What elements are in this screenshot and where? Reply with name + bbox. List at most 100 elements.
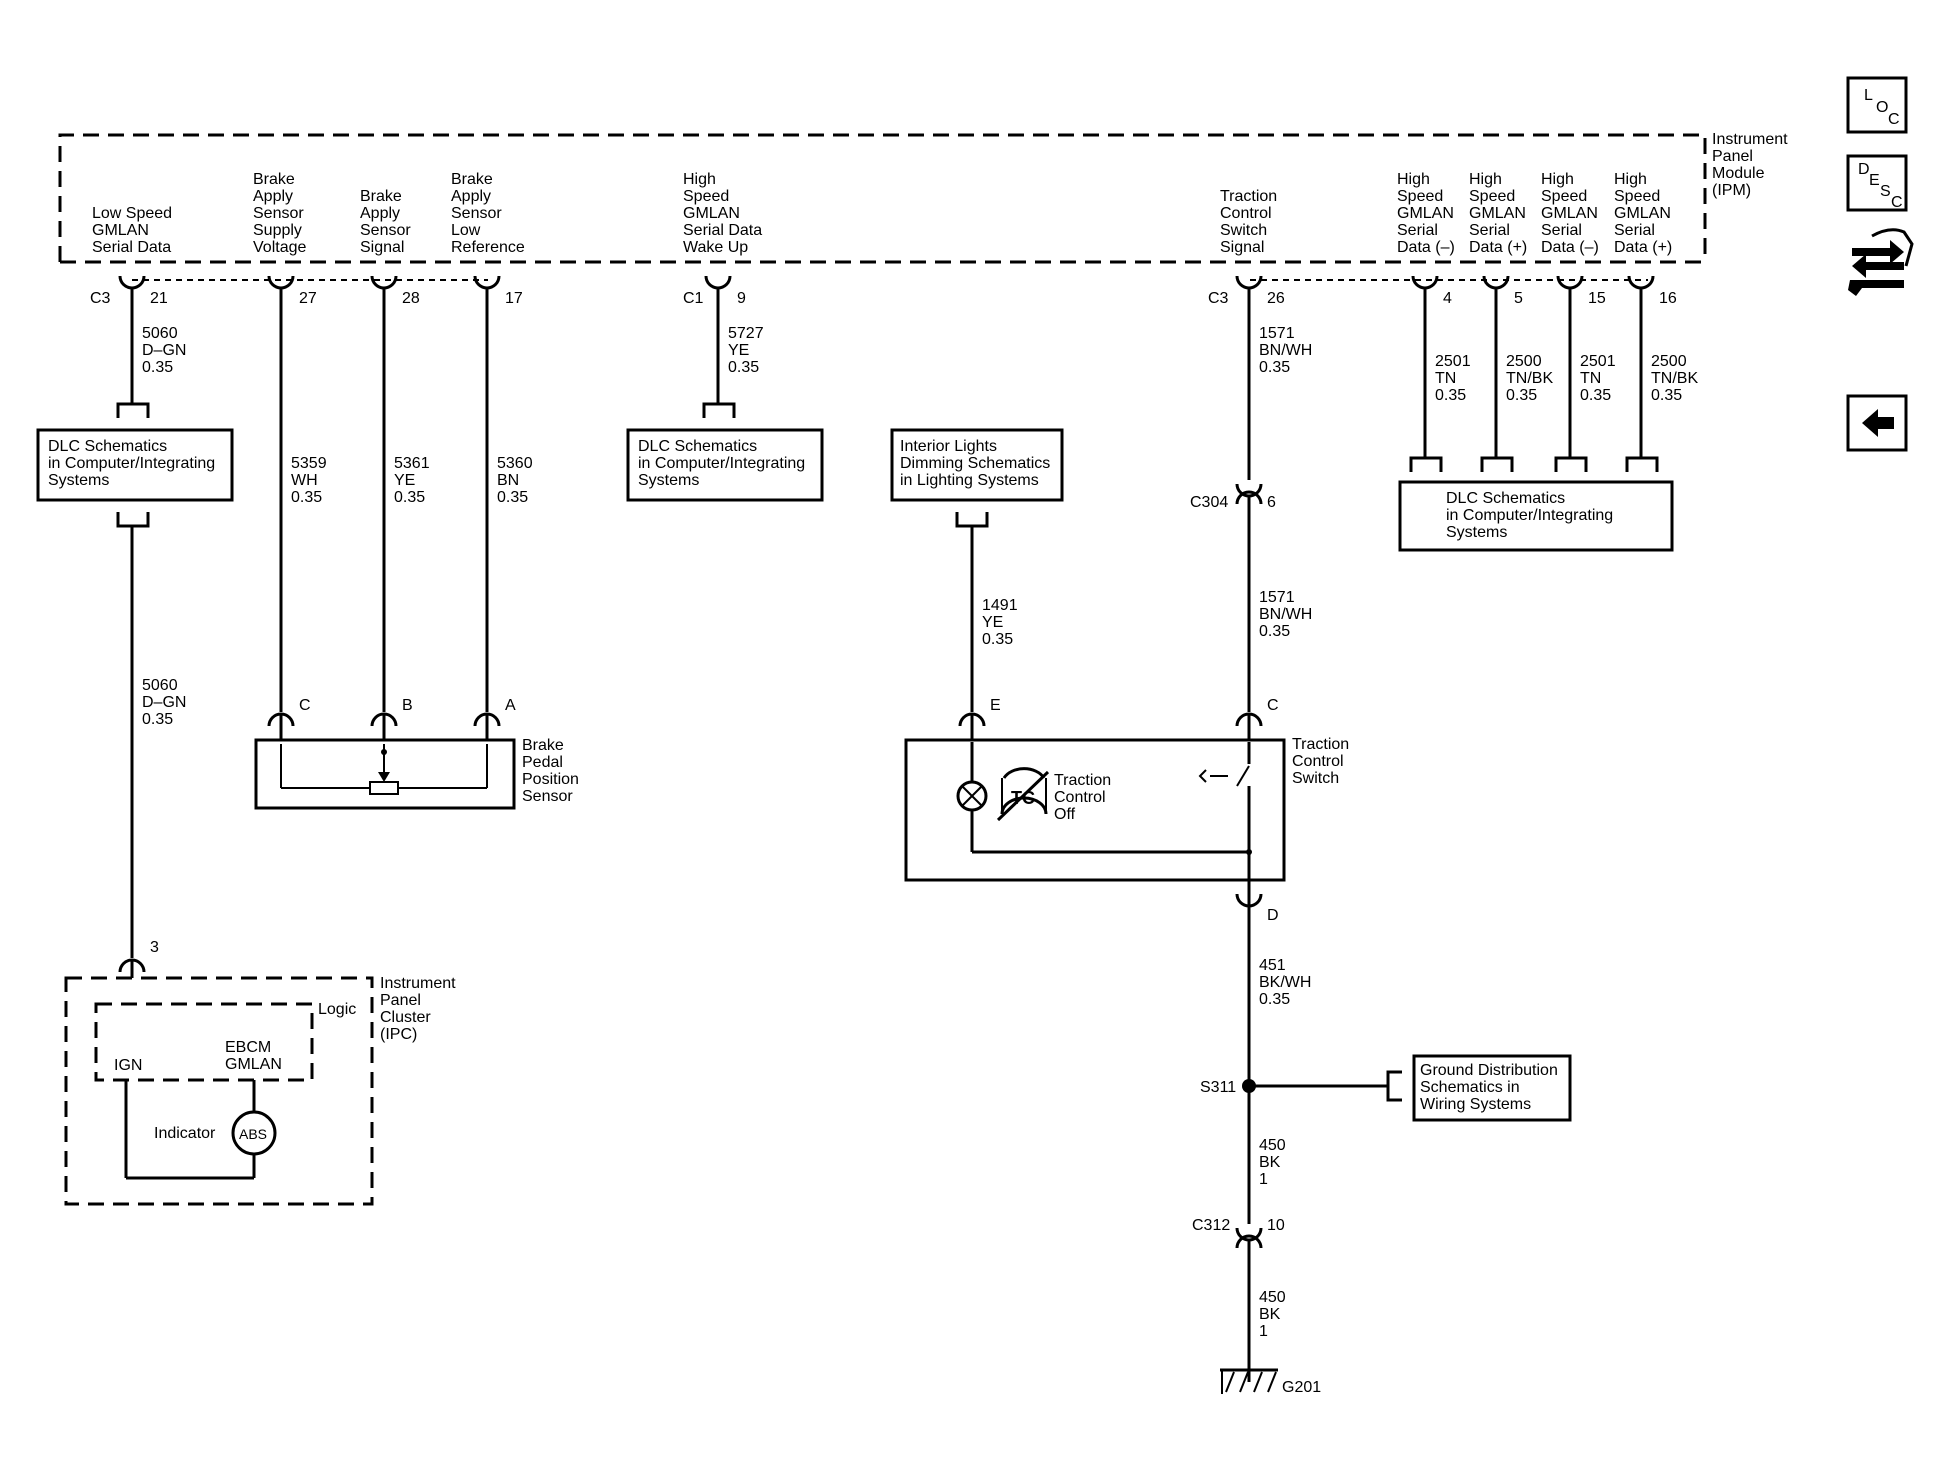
- wire-2500a-size: 0.35: [1506, 387, 1537, 404]
- brake-sensor-label-1: Brake: [522, 737, 564, 754]
- interior-lights-circuit: Interior Lights Dimming Schematics in Li…: [890, 428, 1064, 742]
- wire-2500a-num: 2500: [1506, 353, 1542, 370]
- wire-5060b-num: 5060: [142, 677, 178, 694]
- wakeup-circuit: 5727 YE 0.35 DLC Schematics in Computer/…: [626, 288, 824, 502]
- wire-1571-size: 0.35: [1259, 359, 1290, 376]
- wire-2501a-size: 0.35: [1435, 387, 1466, 404]
- ground-dist-ref[interactable]: [1412, 1054, 1572, 1122]
- c304-pin-6: 6: [1267, 494, 1276, 511]
- wire-451-size: 0.35: [1259, 991, 1290, 1008]
- pin-16: 16: [1659, 290, 1677, 307]
- interior-lights-ref[interactable]: [890, 428, 1064, 502]
- desc-button[interactable]: D E S C: [1846, 154, 1908, 212]
- brake-lowref-label-4: Low: [451, 222, 481, 239]
- wire-450a-color: BK: [1259, 1154, 1281, 1171]
- wire-2501a-color: TN: [1435, 370, 1456, 387]
- wire-1571b-num: 1571: [1259, 589, 1295, 606]
- brake-sensor-label-2: Pedal: [522, 754, 563, 771]
- wire-451-color: BK/WH: [1259, 974, 1311, 991]
- wire-5359-color: WH: [291, 472, 318, 489]
- loc-button[interactable]: L O C: [1846, 76, 1908, 134]
- traction-signal-label-3: Switch: [1220, 222, 1267, 239]
- wakeup-label-2: Speed: [683, 188, 729, 205]
- ipc-label-3: Cluster: [380, 1009, 431, 1026]
- abs-lamp-icon: [231, 1110, 277, 1156]
- brake-pedal-sensor: Brake Pedal Position Sensor: [254, 737, 579, 810]
- loc-letter-l: L: [1864, 87, 1873, 104]
- loc-letter-c: C: [1888, 111, 1900, 128]
- hs4-label-2: Speed: [1397, 188, 1443, 205]
- dlc-mid-line-1: DLC Schematics: [638, 438, 757, 455]
- traction-circuit: 1571 BN/WH 0.35 C304 6 1571 BN/WH 0.35 C: [1190, 288, 1312, 742]
- desc-letter-e: E: [1869, 172, 1880, 189]
- ground-dist-line-1: Ground Distribution: [1420, 1062, 1558, 1079]
- dlc-ref-right[interactable]: [1398, 480, 1674, 552]
- back-button[interactable]: [1846, 394, 1908, 452]
- brake-lowref-label-1: Brake: [451, 171, 493, 188]
- c312-pin-10: 10: [1267, 1217, 1285, 1234]
- conn-c1: C1: [683, 290, 704, 307]
- dlc-right-line-3: Systems: [1446, 524, 1507, 541]
- connector-wrench-icon: [1848, 228, 1914, 296]
- hs4-label-5: Data (–): [1397, 239, 1455, 256]
- ipm-module: Instrument Panel Module (IPM): [58, 131, 1788, 264]
- tc-symbol-text: TC: [1011, 788, 1035, 808]
- brake-sensor-circuits: 5359 WH 0.35 5361 YE 0.35 5360 BN 0.35 C…: [267, 288, 533, 744]
- ground-icon: [1220, 1368, 1278, 1394]
- wire-450a-num: 450: [1259, 1137, 1286, 1154]
- wire-2500a-color: TN/BK: [1506, 370, 1553, 387]
- dlc-ref-mid[interactable]: [626, 428, 824, 502]
- ipc-label-1: Instrument: [380, 975, 456, 992]
- ipc-label-2: Panel: [380, 992, 421, 1009]
- brake-pin-c: C: [299, 697, 311, 714]
- traction-switch-label-1: Traction: [1292, 736, 1349, 753]
- brake-supply-label-5: Voltage: [253, 239, 306, 256]
- wakeup-label-4: Serial Data: [683, 222, 762, 239]
- dlc-left-line-3: Systems: [48, 472, 109, 489]
- brake-pin-b: B: [402, 697, 413, 714]
- brake-signal-label-4: Signal: [360, 239, 404, 256]
- wire-2501b-color: TN: [1580, 370, 1601, 387]
- brake-sensor-label-4: Sensor: [522, 788, 573, 805]
- wire-450a-size: 1: [1259, 1171, 1268, 1188]
- low-speed-label-2: GMLAN: [92, 222, 149, 239]
- traction-control-off-icon: TC: [996, 767, 1050, 822]
- hs16-label-4: Serial: [1614, 222, 1655, 239]
- wire-2501b-size: 0.35: [1580, 387, 1611, 404]
- pin-5: 5: [1514, 290, 1523, 307]
- hs15-label-2: Speed: [1541, 188, 1587, 205]
- low-speed-circuit: 5060 D–GN 0.35 DLC Schematics in Compute…: [36, 288, 234, 958]
- dlc-ref-left[interactable]: [36, 428, 234, 502]
- pin-27: 27: [299, 290, 317, 307]
- loc-letter-o: O: [1876, 99, 1888, 116]
- wire-1491-color: YE: [982, 614, 1003, 631]
- ipc-ebcm-1: EBCM: [225, 1039, 271, 1056]
- connector-tool-button[interactable]: [1848, 228, 1914, 296]
- pin-21: 21: [150, 290, 168, 307]
- traction-off-label-1: Traction: [1054, 772, 1111, 789]
- wire-2500b-color: TN/BK: [1651, 370, 1698, 387]
- wire-450b-size: 1: [1259, 1323, 1268, 1340]
- traction-pin-d: D: [1267, 907, 1279, 924]
- brake-lowref-label-2: Apply: [451, 188, 491, 205]
- ipc-indicator: Indicator: [154, 1125, 216, 1142]
- wire-451-num: 451: [1259, 957, 1286, 974]
- wire-5060b-size: 0.35: [142, 711, 173, 728]
- ipc-label-4: (IPC): [380, 1026, 417, 1043]
- brake-sensor-label-3: Position: [522, 771, 579, 788]
- wire-450b-num: 450: [1259, 1289, 1286, 1306]
- hs15-label-1: High: [1541, 171, 1574, 188]
- wire-5727-size: 0.35: [728, 359, 759, 376]
- brake-signal-label-2: Apply: [360, 205, 400, 222]
- pin-26: 26: [1267, 290, 1285, 307]
- wire-5060-num: 5060: [142, 325, 178, 342]
- traction-switch-label-3: Switch: [1292, 770, 1339, 787]
- desc-letter-d: D: [1858, 161, 1870, 178]
- dlc-left-line-2: in Computer/Integrating: [48, 455, 215, 472]
- hs16-label-1: High: [1614, 171, 1647, 188]
- dlc-right-line-2: in Computer/Integrating: [1446, 507, 1613, 524]
- hs4-label-4: Serial: [1397, 222, 1438, 239]
- dlc-mid-line-2: in Computer/Integrating: [638, 455, 805, 472]
- traction-signal-label-4: Signal: [1220, 239, 1264, 256]
